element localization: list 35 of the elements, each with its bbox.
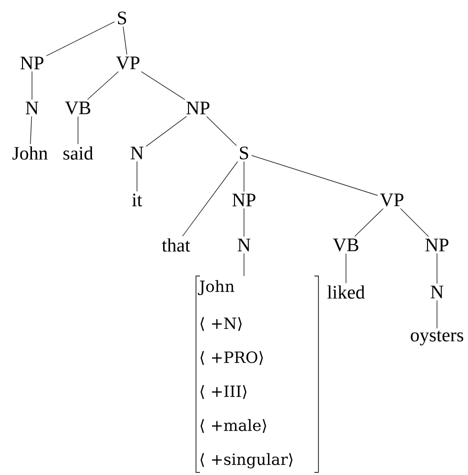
tree-label: that	[162, 238, 190, 252]
tree-branch	[141, 71, 186, 100]
tree-label: it	[132, 194, 142, 206]
tree-branch	[146, 116, 187, 147]
tree-label: NP	[20, 56, 44, 70]
tree-branch	[251, 155, 378, 196]
tree-label: John	[12, 146, 48, 160]
tree-label: S	[118, 12, 126, 24]
tree-branch	[436, 253, 438, 284]
tree-branch	[354, 208, 384, 237]
tree-label: oysters	[410, 330, 464, 346]
feature-matrix: John ⟨ +N⟩ ⟨ +PRO⟩ ⟨ +III⟩ ⟨ +male⟩ ⟨ +singular⟩	[196, 276, 319, 473]
tree-label: VB	[65, 102, 90, 114]
tree-label: liked	[327, 285, 365, 299]
tree-label: VB	[333, 238, 358, 252]
tree-label: N	[430, 286, 444, 298]
tree-label: NP	[186, 102, 210, 114]
tree-branch	[400, 208, 429, 237]
tree-label: NP	[232, 194, 256, 206]
tree-label: N	[26, 102, 38, 114]
tree-label: N	[238, 238, 250, 252]
tree-branch	[206, 116, 237, 146]
tree-branch	[46, 21, 115, 56]
tree-label: S	[240, 146, 248, 160]
tree-label: N	[130, 146, 144, 160]
tree-branch	[436, 300, 438, 329]
tree-label: VP	[380, 194, 404, 206]
tree-branch	[182, 161, 238, 236]
tree-branch	[30, 116, 32, 144]
tree-label: NP	[425, 238, 448, 252]
tree-branch	[122, 26, 128, 55]
tree-label: VP	[116, 56, 140, 70]
tree-branch	[87, 71, 119, 100]
tree-label: said	[63, 146, 94, 160]
tree-branch	[136, 161, 138, 192]
